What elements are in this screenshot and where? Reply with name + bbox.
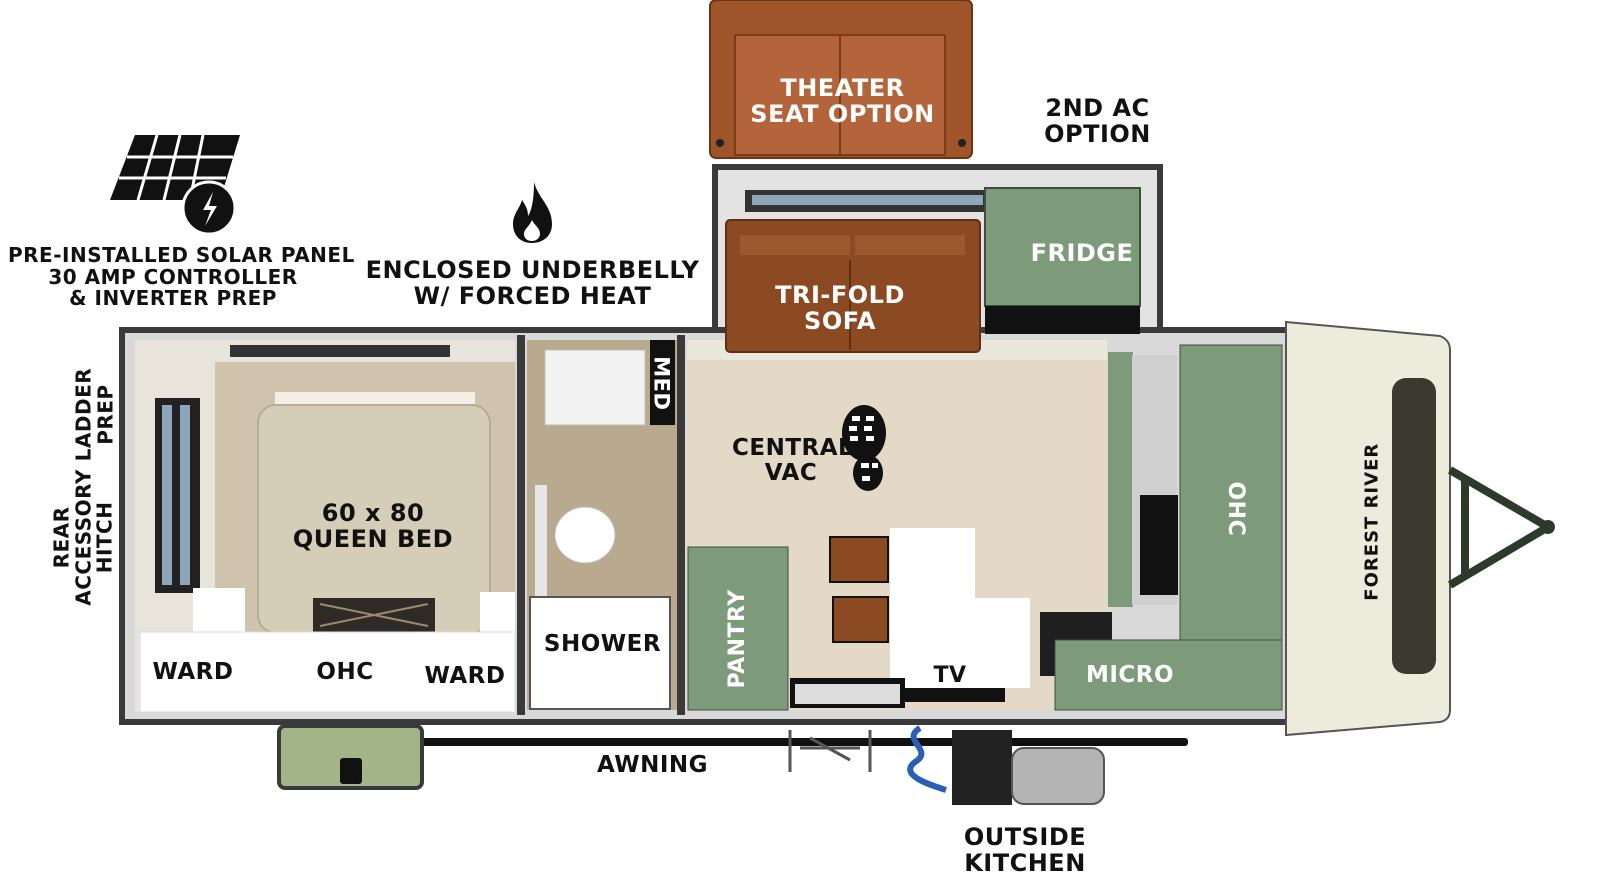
grill [1011, 747, 1105, 805]
tv-label: TV [933, 663, 967, 688]
pantry-label: PANTRY [725, 589, 751, 689]
kitchen-island [890, 528, 975, 688]
shower-label: SHOWER [543, 631, 662, 657]
brand-logo: FOREST RIVER [1361, 442, 1383, 601]
pantry [687, 546, 789, 711]
ward-left-label: WARD [152, 659, 234, 685]
outside-kitchen-unit [952, 730, 1012, 805]
step [788, 730, 872, 772]
front-ohc-label: OHC [1222, 481, 1248, 537]
fridge [984, 187, 1141, 307]
flame-icon [513, 182, 552, 243]
ward-right-label: WARD [424, 663, 506, 689]
microwave-counter [1054, 639, 1283, 711]
boot-icon [842, 405, 886, 491]
fridge-label: FRIDGE [1030, 239, 1134, 267]
awning-label: AWNING [596, 752, 709, 778]
awning-bar [413, 738, 1188, 746]
hitch-icon [1447, 466, 1551, 589]
rear-ohc-label: OHC [316, 659, 374, 685]
rear-wardrobe [139, 631, 516, 713]
theater-seat [709, 0, 973, 159]
shower [529, 596, 671, 710]
solar-panel-icon [110, 134, 240, 235]
propane-box [277, 724, 424, 790]
med-label: MED [649, 356, 674, 411]
micro-label: MICRO [1085, 662, 1175, 688]
